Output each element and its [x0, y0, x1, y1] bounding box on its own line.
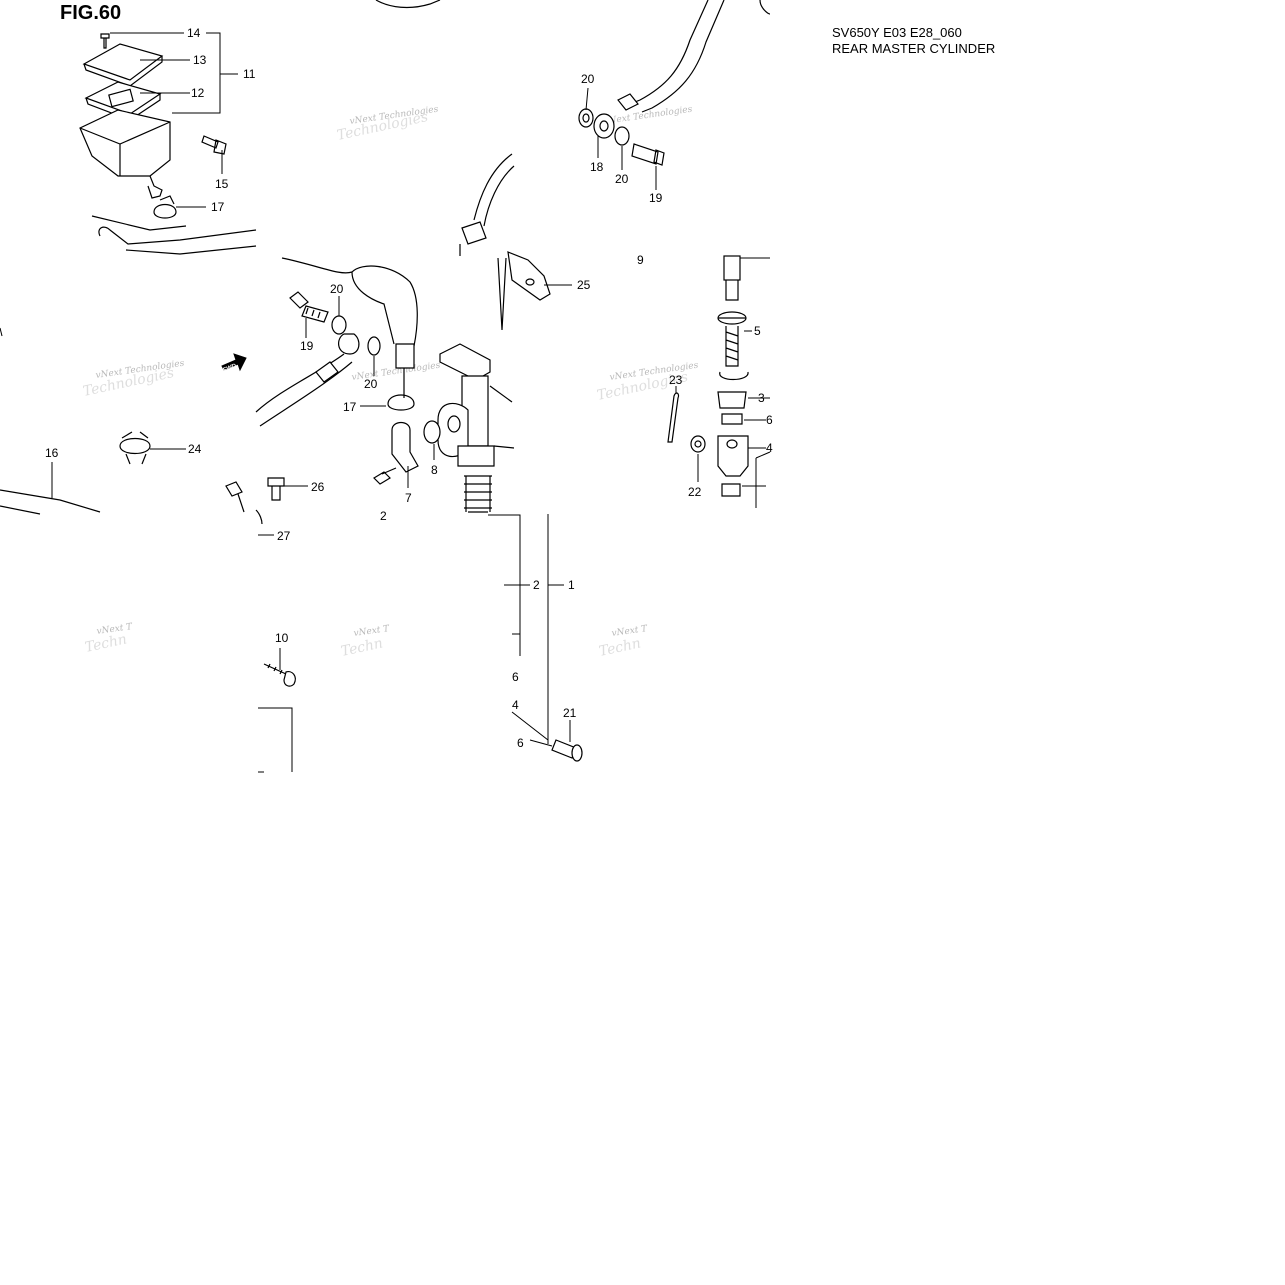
- washer-22: [690, 435, 706, 453]
- union-bolt-19b: [289, 291, 309, 309]
- watermark-text: Techn: [340, 635, 385, 659]
- lower-left-parts: [0, 431, 285, 525]
- fitting-27: [225, 481, 245, 513]
- master-cylinder: [373, 343, 515, 513]
- callout-label: 20: [364, 377, 378, 391]
- figure-title: FIG.60: [60, 2, 122, 24]
- reservoir-assembly: [79, 33, 257, 255]
- hose-16-lower: [0, 489, 101, 515]
- callout-label: 20: [615, 172, 629, 186]
- upper-hose-assembly: [375, 0, 771, 166]
- clamp-17: [153, 195, 177, 219]
- callout-label: 6: [766, 413, 773, 427]
- o-ring-8: [423, 420, 441, 444]
- watermarks: vNext Technologies Technologies vNext Te…: [82, 105, 700, 660]
- callout-label: 9: [637, 253, 644, 267]
- lower-bolts: [263, 663, 583, 762]
- cap-13: [82, 43, 164, 87]
- pin-21: [551, 739, 577, 759]
- bolt-26: [267, 477, 285, 501]
- banjo-fitting: [338, 333, 360, 355]
- callout-label: 22: [688, 485, 702, 499]
- clamp-24: [119, 431, 151, 465]
- callout-label: 14: [187, 26, 201, 40]
- callout-label: 24: [188, 442, 202, 456]
- callout-label: 1: [568, 578, 575, 592]
- brake-hose-upper: [629, 0, 725, 113]
- callout-label: 19: [300, 339, 314, 353]
- nut-6: [721, 413, 743, 425]
- callout-labels: 14 13 12 11 15 17 20 18 20 19 25 9 5 20 …: [45, 26, 773, 750]
- clevis-4: [717, 435, 749, 477]
- callout-label: 17: [211, 200, 225, 214]
- cotter-pin-23: [667, 392, 680, 443]
- banjo-18: [593, 113, 615, 139]
- callout-label: 6: [512, 670, 519, 684]
- connector-7: [391, 421, 419, 473]
- callout-label: 12: [191, 86, 205, 100]
- callout-label: 15: [215, 177, 229, 191]
- hose-16-upper: [91, 215, 257, 255]
- brake-line-lower: [255, 353, 353, 427]
- callout-label: 5: [754, 324, 761, 338]
- boot-3: [717, 391, 747, 409]
- callout-label: 21: [563, 706, 577, 720]
- bolt-10: [283, 671, 296, 687]
- fwd-label: FWD: [223, 363, 239, 374]
- reservoir-hose: [281, 257, 418, 347]
- tie-25: [497, 251, 551, 331]
- callout-label: 27: [277, 529, 291, 543]
- screw-9: [373, 467, 397, 485]
- callout-label: 20: [330, 282, 344, 296]
- callout-label: 2: [380, 509, 387, 523]
- callout-label: 17: [343, 400, 357, 414]
- callout-label: 10: [275, 631, 289, 645]
- cylinder-top: [439, 343, 491, 381]
- callout-label: 8: [431, 463, 438, 477]
- middle-hose: [459, 153, 515, 256]
- circlip: [719, 371, 749, 381]
- callout-label: 26: [311, 480, 325, 494]
- callout-label: 23: [669, 373, 683, 387]
- union-bolt-19: [631, 143, 665, 166]
- spring: [464, 475, 492, 512]
- rod-top: [723, 255, 741, 281]
- callout-label: 7: [405, 491, 412, 505]
- section-title: REAR MASTER CYLINDER: [832, 41, 996, 56]
- callout-label: 18: [590, 160, 604, 174]
- watermark-text: vNext Technologies: [603, 105, 693, 127]
- callout-label: 19: [649, 191, 663, 205]
- left-hose-assembly: FWD: [221, 257, 418, 427]
- washer-20d: [367, 336, 381, 356]
- callout-label: 11: [243, 67, 256, 81]
- reservoir-body: [79, 109, 171, 177]
- leader-lines: [0, 32, 771, 773]
- callout-label: 20: [581, 72, 595, 86]
- bolt-15: [201, 135, 227, 155]
- callout-label: 4: [512, 698, 519, 712]
- fwd-arrow-icon: FWD: [221, 353, 247, 374]
- washer-20c: [331, 315, 347, 335]
- pushrod-assembly: [667, 255, 749, 497]
- callout-label: 6: [517, 736, 524, 750]
- screw-14: [100, 33, 110, 49]
- washer-20: [578, 108, 594, 128]
- callout-label: 13: [193, 53, 207, 67]
- watermark-text: Techn: [598, 635, 643, 659]
- callout-label: 4: [766, 441, 773, 455]
- nut-lower: [721, 483, 741, 497]
- callout-label: 3: [758, 391, 765, 405]
- model-code: SV650Y E03 E28_060: [832, 25, 962, 40]
- callout-label: 16: [45, 446, 59, 460]
- callout-label: 2: [533, 578, 540, 592]
- washer-20b: [614, 126, 630, 146]
- callout-label: 25: [577, 278, 591, 292]
- clamp-17b: [387, 394, 415, 411]
- watermark-text: Techn: [84, 631, 129, 655]
